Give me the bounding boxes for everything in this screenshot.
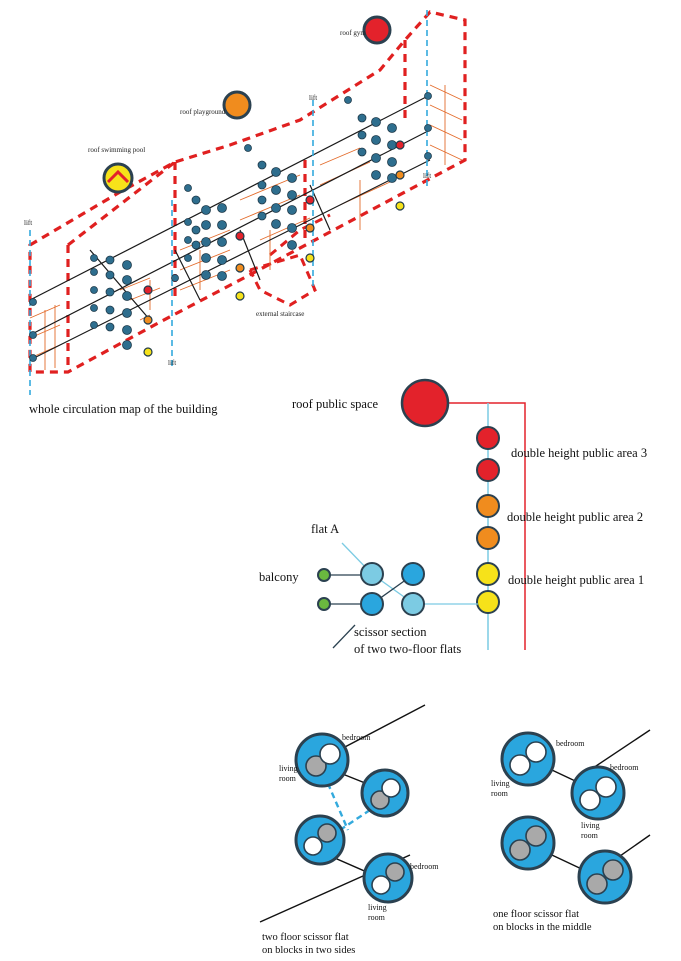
left-flat-2 bbox=[360, 768, 410, 818]
living-label-3: living bbox=[491, 779, 510, 788]
roof-playground-icon bbox=[222, 90, 252, 120]
caption-left-line2: on blocks in two sides bbox=[262, 945, 355, 956]
right-flat-3 bbox=[500, 815, 556, 871]
external-staircase-label: external staircase bbox=[256, 310, 304, 318]
roof-swimming-pool-label: roof swimming pool bbox=[88, 146, 145, 154]
lift-label-3: lift bbox=[309, 94, 317, 102]
roof-playground-label: roof playground bbox=[180, 108, 226, 116]
room-label-1: room bbox=[279, 774, 297, 783]
balcony-node-upper bbox=[317, 568, 331, 582]
roof-connector-line bbox=[445, 402, 526, 650]
roof-gym-label: roof gym bbox=[340, 29, 366, 37]
caption-right-line2: on blocks in the middle bbox=[493, 922, 592, 933]
caption-left-line1: two floor scissor flat bbox=[262, 932, 349, 943]
flat-upper-node bbox=[401, 562, 425, 586]
flat-diagrams: bedroom living room bedroom living room … bbox=[259, 704, 651, 956]
bedroom-label-2: bedroom bbox=[410, 862, 439, 871]
right-flat-2 bbox=[570, 765, 626, 821]
public-area-2-node-b bbox=[476, 526, 500, 550]
right-flat-4 bbox=[577, 849, 633, 905]
room-label-3: room bbox=[491, 789, 509, 798]
double-height-3-label: double height public area 3 bbox=[511, 446, 647, 460]
lift-label-1: lift bbox=[24, 219, 32, 227]
public-area-1-node-a bbox=[476, 562, 500, 586]
scissor-section-label-2: of two two-floor flats bbox=[354, 642, 461, 656]
caption-right-line1: one floor scissor flat bbox=[493, 909, 579, 920]
public-area-1-node-b bbox=[476, 590, 500, 614]
circulation-map: roof gym roof playground roof swimming p… bbox=[24, 10, 467, 416]
balcony-node-lower bbox=[317, 597, 331, 611]
lift-label-2: lift bbox=[168, 359, 176, 367]
map-public-nodes bbox=[143, 140, 405, 357]
roof-public-space-label: roof public space bbox=[292, 397, 379, 411]
left-flat-4 bbox=[362, 852, 414, 904]
left-flat-3 bbox=[294, 814, 346, 866]
double-height-2-label: double height public area 2 bbox=[507, 510, 643, 524]
legend-diagram: roof public space double height public a… bbox=[259, 378, 647, 656]
flat-a-label: flat A bbox=[311, 522, 339, 536]
double-height-1-label: double height public area 1 bbox=[508, 573, 644, 587]
living-label-2: living bbox=[368, 903, 387, 912]
flat-a-node bbox=[360, 562, 384, 586]
roof-gym-icon bbox=[362, 15, 392, 45]
room-label-2: room bbox=[368, 913, 386, 922]
flat-b-node bbox=[401, 592, 425, 616]
scissor-section-label: scissor section bbox=[354, 625, 427, 639]
roof-swimming-pool-icon bbox=[102, 162, 134, 194]
building-outline bbox=[28, 10, 467, 374]
flat-lower-node bbox=[360, 592, 384, 616]
bedroom-label-1: bedroom bbox=[342, 733, 371, 742]
bedroom-label-3: bedroom bbox=[556, 739, 585, 748]
living-label-4: living bbox=[581, 821, 600, 830]
unit-nodes bbox=[29, 92, 432, 362]
roof-public-space-node bbox=[400, 378, 450, 428]
lift-label-4: lift bbox=[423, 172, 431, 180]
public-area-2-node-a bbox=[476, 494, 500, 518]
living-label-1: living bbox=[279, 764, 298, 773]
circulation-map-caption: whole circulation map of the building bbox=[29, 402, 218, 416]
balcony-label: balcony bbox=[259, 570, 299, 584]
room-label-4: room bbox=[581, 831, 599, 840]
right-flat-1 bbox=[500, 731, 556, 787]
lift-lines bbox=[29, 10, 428, 395]
public-area-3-node-a bbox=[476, 426, 500, 450]
left-flat-1 bbox=[294, 732, 350, 788]
public-area-3-node-b bbox=[476, 458, 500, 482]
bedroom-label-4: bedroom bbox=[610, 763, 639, 772]
